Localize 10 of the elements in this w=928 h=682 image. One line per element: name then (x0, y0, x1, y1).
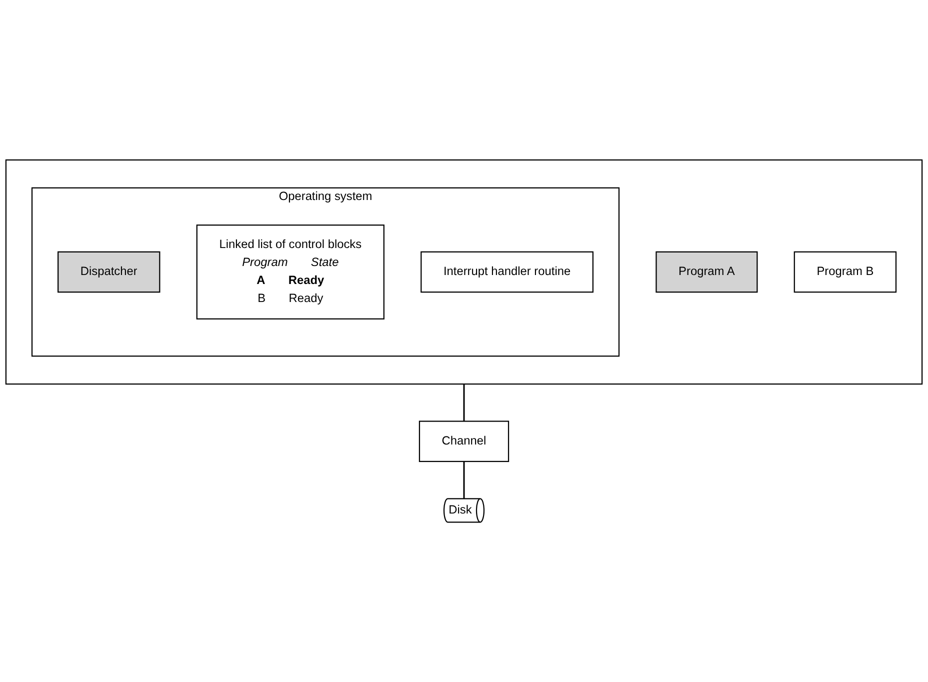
node-box: Linked list of control blocks Program State A Ready B Ready (196, 224, 384, 320)
node-box: Interrupt handler routine (420, 251, 594, 293)
node-box: Program B (794, 251, 897, 293)
connector (463, 461, 465, 499)
node-box: Program A (656, 251, 758, 293)
node-text: Disk (448, 504, 472, 516)
cluster (5, 159, 923, 385)
node-box: Channel (418, 420, 510, 462)
node-box: Dispatcher (58, 251, 160, 293)
connector (463, 384, 465, 422)
